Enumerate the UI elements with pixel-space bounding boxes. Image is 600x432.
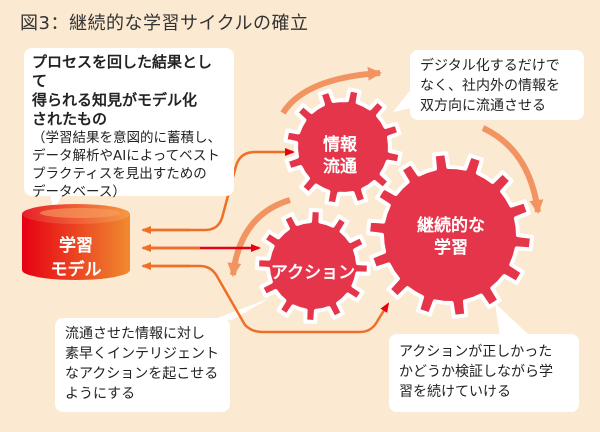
cycle-arrow-top: [280, 66, 382, 115]
learning-note-line: かどうか検証しながら学: [399, 364, 553, 380]
action-gear-label: アクション: [263, 258, 363, 283]
info-flow-note-line: デジタル化するだけで: [420, 58, 560, 74]
model-note-heading-line: 得られる知見がモデル化: [32, 91, 198, 109]
learning-note-line: アクションが正しかった: [399, 344, 553, 360]
cycle-arrow-left: [227, 197, 291, 277]
info-flow-note-bubble: デジタル化するだけで なく、社内外の情報を 双方向に流通させる: [410, 50, 584, 120]
action-note-line: ようにする: [65, 386, 136, 402]
gear-label-line: 継続的な: [417, 216, 485, 236]
action-note-line: 流通させた情報に対し: [65, 326, 205, 342]
gear-label-line: 情報: [323, 135, 357, 155]
learning-model-label-line: モデル: [50, 260, 102, 280]
info-flow-gear: [283, 87, 403, 207]
model-note-heading-line: されたもの: [32, 110, 108, 128]
action-note-line: 素早くインテリジェント: [65, 346, 219, 362]
gear-label-line: 学習: [434, 238, 468, 258]
link-arrow-learning: [143, 264, 390, 334]
action-gear: [255, 208, 371, 324]
action-note-line: なアクションを起こせる: [65, 366, 219, 382]
gear-label-line: 流通: [323, 157, 357, 177]
info-flow-note-line: なく、社内外の情報を: [420, 78, 560, 94]
model-note-detail-line: データ解析やAIによってベスト: [32, 148, 220, 164]
learning-note-line: 習を続けていける: [399, 384, 511, 400]
model-note-detail-line: データベース）: [32, 184, 126, 200]
model-note-heading-line: プロセスを回した結果として: [32, 53, 213, 90]
model-note-heading: プロセスを回した結果として 得られる知見がモデル化 されたもの: [32, 53, 226, 129]
learning-note-bubble: アクションが正しかった かどうか検証しながら学 習を続けていける: [389, 334, 579, 412]
figure-title: 図3：継続的な学習サイクルの確立: [20, 13, 309, 34]
info-flow-note-line: 双方向に流通させる: [420, 98, 546, 114]
model-note-bubble: プロセスを回した結果として 得られる知見がモデル化 されたもの （学習結果を意図…: [24, 48, 234, 200]
action-note-tail: [212, 298, 270, 320]
cycle-arrow-right: [481, 125, 544, 214]
continuous-learning-gear-label: 継続的な 学習: [396, 215, 506, 259]
action-note-bubble: 流通させた情報に対し 素早くインテリジェント なアクションを起こせる ようにする: [55, 318, 230, 412]
model-note-detail-line: プラクティスを見出すための: [32, 166, 207, 182]
learning-note-tail: [495, 303, 530, 336]
model-note-detail-line: （学習結果を意図的に蓄積し、: [32, 130, 221, 146]
continuous-learning-gear: [366, 151, 534, 319]
model-note-detail: （学習結果を意図的に蓄積し、 データ解析やAIによってベスト プラクティスを見出…: [32, 129, 226, 201]
info-flow-gear-label: 情報 流通: [300, 134, 380, 178]
learning-model-cylinder: [22, 204, 130, 280]
learning-model-label-line: 学習: [59, 236, 93, 256]
learning-model-label: 学習 モデル: [24, 234, 128, 282]
gear-label-line: アクション: [270, 263, 356, 283]
info-flow-note-tail: [393, 88, 412, 112]
